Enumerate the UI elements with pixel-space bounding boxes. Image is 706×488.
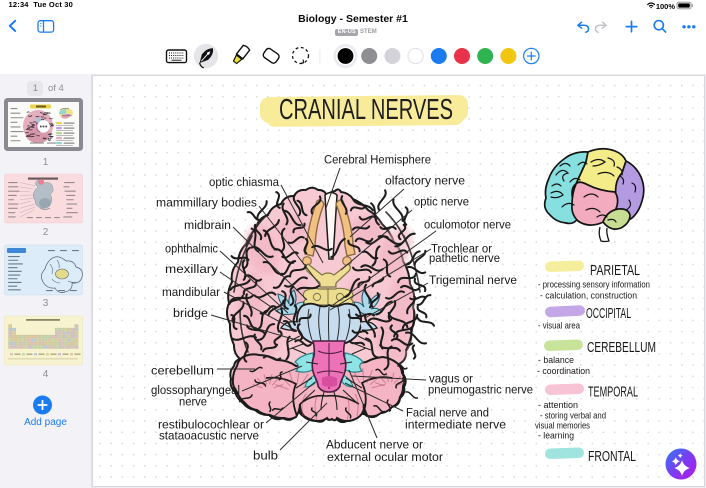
svg-text:- storing verbal and: - storing verbal and xyxy=(540,411,606,421)
svg-text:- attention: - attention xyxy=(538,400,578,410)
svg-text:optic chiasma: optic chiasma xyxy=(209,175,279,189)
svg-text:- calculation, construction: - calculation, construction xyxy=(540,291,637,301)
svg-text:pathetic nerve: pathetic nerve xyxy=(429,251,500,265)
svg-text:mammillary bodies: mammillary bodies xyxy=(156,196,257,210)
svg-text:- balance: - balance xyxy=(538,355,574,365)
svg-text:CRANIAL NERVES: CRANIAL NERVES xyxy=(279,94,453,126)
svg-text:FRONTAL: FRONTAL xyxy=(588,449,636,465)
svg-text:PARIETAL: PARIETAL xyxy=(590,263,640,279)
svg-text:mexillary: mexillary xyxy=(165,262,219,276)
svg-text:Cerebral Hemisphere: Cerebral Hemisphere xyxy=(324,153,431,167)
svg-text:CEREBELLUM: CEREBELLUM xyxy=(587,340,656,356)
svg-text:midbrain: midbrain xyxy=(184,218,231,232)
svg-text:- processing sensory informati: - processing sensory information xyxy=(538,280,650,290)
svg-text:cerebellum: cerebellum xyxy=(151,364,214,378)
svg-text:intermediate nerve: intermediate nerve xyxy=(405,418,506,432)
svg-text:pneumogastric nerve: pneumogastric nerve xyxy=(428,383,533,397)
svg-text:visual memories: visual memories xyxy=(535,421,590,431)
svg-text:TEMPORAL: TEMPORAL xyxy=(588,385,638,401)
svg-text:bridge: bridge xyxy=(173,306,208,320)
svg-text:Trochlear or: Trochlear or xyxy=(431,242,492,256)
svg-text:oculomotor nerve: oculomotor nerve xyxy=(424,218,511,232)
svg-text:- learning: - learning xyxy=(538,431,574,441)
svg-text:Facial nerve and: Facial nerve and xyxy=(406,406,489,420)
svg-text:stataoacustic nerve: stataoacustic nerve xyxy=(159,429,259,443)
svg-text:- visual area: - visual area xyxy=(538,321,581,331)
svg-text:restibulocochlear or: restibulocochlear or xyxy=(158,418,264,432)
svg-text:OCCIPITAL: OCCIPITAL xyxy=(586,306,631,322)
svg-text:vagus or: vagus or xyxy=(429,372,473,386)
svg-text:Trigeminal nerve: Trigeminal nerve xyxy=(429,273,517,287)
svg-text:glossopharyngeal: glossopharyngeal xyxy=(151,383,240,397)
svg-text:Abducent nerve or: Abducent nerve or xyxy=(326,438,423,452)
svg-text:olfactory nerve: olfactory nerve xyxy=(385,174,465,188)
svg-text:- coordination: - coordination xyxy=(537,366,590,376)
svg-text:optic nerve: optic nerve xyxy=(414,195,469,209)
svg-text:bulb: bulb xyxy=(253,449,278,463)
svg-text:ophthalmic: ophthalmic xyxy=(165,242,218,256)
svg-text:external ocular motor: external ocular motor xyxy=(327,450,443,464)
svg-text:nerve: nerve xyxy=(179,395,207,409)
svg-text:mandibular: mandibular xyxy=(162,285,220,299)
